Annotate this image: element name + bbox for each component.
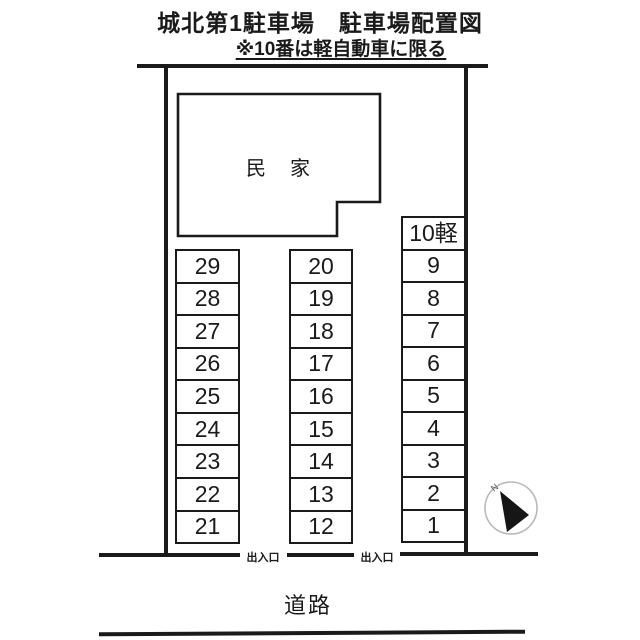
building-label: 民 家 bbox=[246, 158, 312, 180]
parking-space-2: 2 bbox=[401, 476, 466, 511]
boundary-left-line bbox=[164, 64, 168, 557]
parking-space-4: 4 bbox=[401, 411, 466, 446]
parking-space-10: 10軽 bbox=[401, 216, 466, 251]
parking-space-21: 21 bbox=[175, 509, 240, 545]
parking-space-3: 3 bbox=[401, 443, 466, 478]
parking-space-5: 5 bbox=[401, 378, 466, 413]
boundary-right-line bbox=[464, 66, 468, 556]
entrance-label-right: 出入口 bbox=[360, 552, 394, 564]
boundary-bottom-line-middle bbox=[287, 553, 354, 557]
boundary-bottom-line-left bbox=[99, 553, 240, 557]
parking-space-19: 19 bbox=[289, 281, 353, 317]
compass-north-label: N bbox=[489, 482, 500, 494]
parking-space-6: 6 bbox=[401, 346, 466, 381]
parking-space-8: 8 bbox=[401, 281, 466, 316]
page-title: 城北第1駐車場 駐車場配置図 bbox=[157, 10, 483, 36]
parking-space-15: 15 bbox=[289, 411, 353, 447]
parking-space-28: 28 bbox=[175, 281, 240, 317]
parking-space-14: 14 bbox=[289, 444, 353, 479]
parking-space-16: 16 bbox=[289, 379, 353, 414]
parking-space-9: 9 bbox=[401, 248, 466, 283]
parking-space-22: 22 bbox=[175, 476, 240, 512]
parking-space-25: 25 bbox=[175, 379, 240, 414]
boundary-bottom-line-right bbox=[400, 552, 538, 556]
boundary-top-line bbox=[137, 64, 488, 68]
parking-space-17: 17 bbox=[289, 346, 353, 382]
parking-space-18: 18 bbox=[289, 314, 353, 349]
parking-space-7: 7 bbox=[401, 313, 466, 348]
parking-space-1: 1 bbox=[401, 508, 466, 543]
road-edge-line bbox=[98, 629, 526, 637]
road-label: 道路 bbox=[283, 593, 333, 618]
parking-space-12: 12 bbox=[289, 509, 353, 545]
parking-space-20: 20 bbox=[289, 249, 353, 284]
light-car-note: ※10番は軽自動車に限る bbox=[235, 39, 447, 60]
parking-space-29: 29 bbox=[175, 249, 240, 284]
parking-space-27: 27 bbox=[175, 314, 240, 349]
parking-space-26: 26 bbox=[175, 346, 240, 382]
parking-space-13: 13 bbox=[289, 476, 353, 512]
parking-space-24: 24 bbox=[175, 411, 240, 447]
entrance-label-left: 出入口 bbox=[246, 552, 280, 564]
parking-space-23: 23 bbox=[175, 444, 240, 479]
compass-icon: N bbox=[484, 481, 538, 535]
